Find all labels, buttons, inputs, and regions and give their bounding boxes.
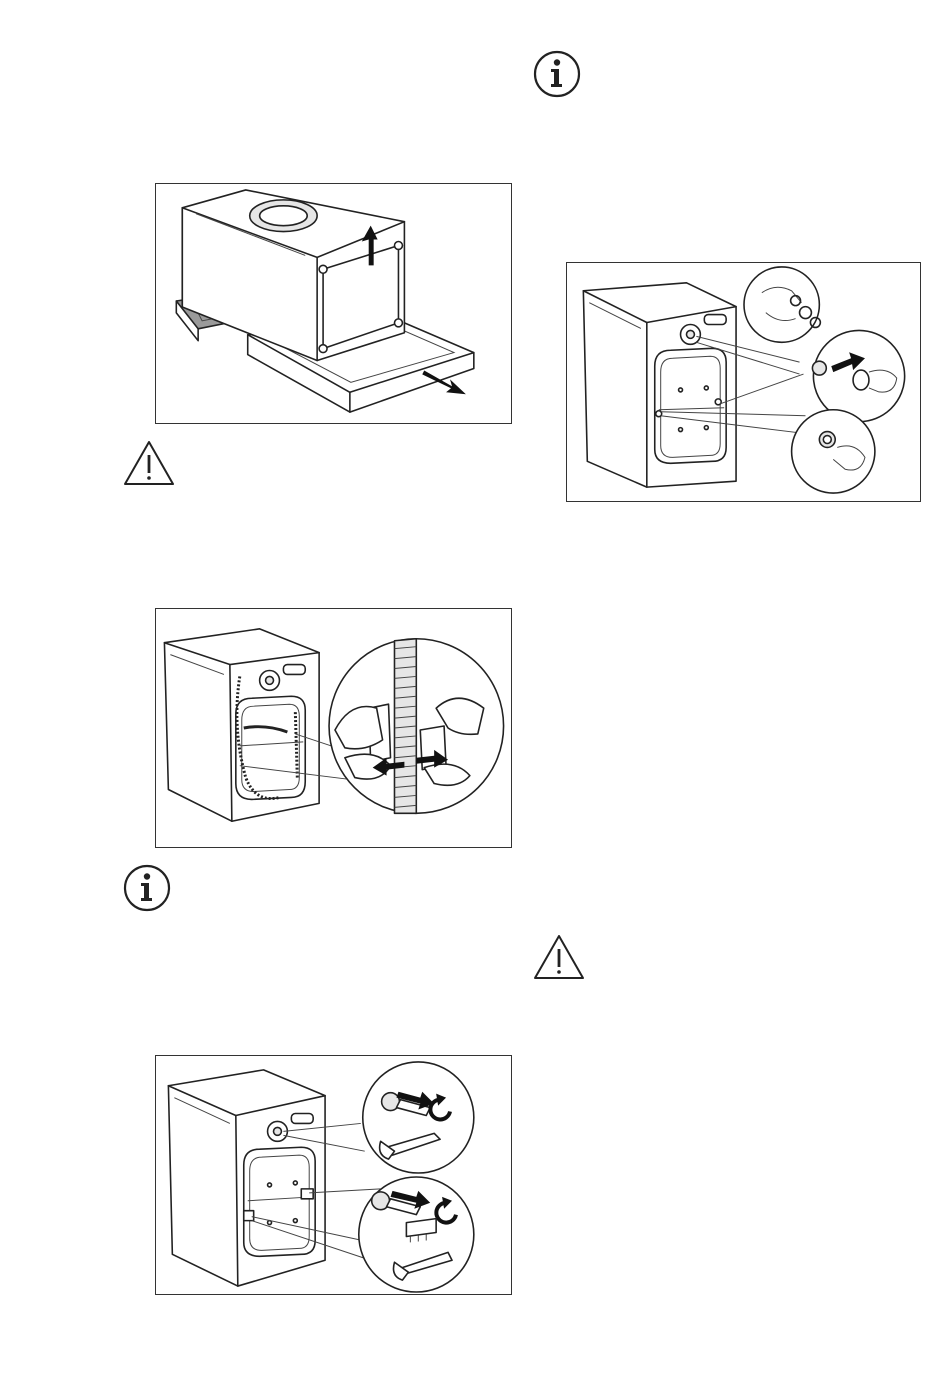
figure-remove-packaging-base: [155, 183, 512, 424]
warning-triangle-icon: [122, 438, 176, 488]
figure-release-hoses: [155, 608, 512, 848]
illustration-unscrew-transit-bolts-with-spanner: [156, 1056, 511, 1294]
figure-fit-plastic-caps: [566, 262, 921, 502]
figure-remove-transit-bolts: [155, 1055, 512, 1295]
warning-triangle-icon: [532, 932, 586, 982]
illustration-lift-machine-off-polystyrene-base: [156, 184, 511, 423]
illustration-unclip-hoses-from-rear-panel: [156, 609, 511, 847]
information-icon: [121, 862, 173, 914]
illustration-insert-caps-into-bolt-holes: [567, 263, 920, 501]
information-icon: [531, 48, 583, 100]
